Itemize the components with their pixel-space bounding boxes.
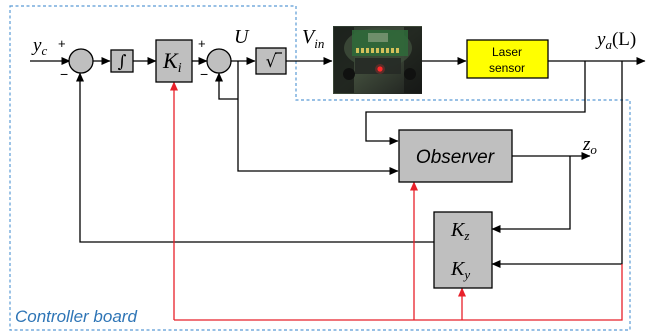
sum2-plus-sign: +	[198, 36, 206, 51]
controller-board-label: Controller board	[15, 307, 137, 326]
sum1-minus-sign: −	[60, 66, 68, 82]
gain-ki-label: Ki	[162, 48, 182, 76]
sum-junction-1	[68, 48, 94, 74]
control-signal-label: U	[234, 26, 250, 48]
tuning-line-bus	[174, 264, 623, 321]
observer-label: Observer	[416, 147, 495, 168]
u-to-observer-line	[237, 61, 399, 175]
observer-block	[398, 129, 513, 183]
sqrt-block	[255, 47, 287, 75]
laser-sensor-block	[466, 39, 549, 79]
gain-kz-label: Kz	[450, 219, 469, 243]
sum2-minus-sign: −	[200, 66, 208, 82]
sum1-plus-sign: +	[58, 36, 66, 51]
observer-output-label: zo	[582, 134, 597, 157]
input-voltage-label: Vin	[302, 26, 324, 51]
integrator-symbol: ∫	[118, 52, 127, 72]
laser-sensor-label-line2: sensor	[489, 61, 525, 75]
plant-photo	[333, 26, 422, 94]
output-to-observer-line	[365, 61, 586, 145]
reference-signal-label: yc	[31, 35, 47, 58]
integrator-block	[110, 49, 134, 73]
controller-board-boundary	[9, 5, 631, 331]
sqrt-symbol: √	[266, 52, 277, 72]
laser-sensor-label-line1: Laser	[492, 45, 522, 59]
gain-ky-label: Ky	[450, 258, 470, 282]
sum-junction-2	[206, 48, 232, 74]
gain-ki-block	[155, 39, 193, 83]
state-feedback-line	[76, 72, 434, 243]
u-feedback-line	[215, 72, 238, 100]
output-signal-label: ya(L)	[595, 29, 636, 52]
feedback-gain-block	[433, 211, 493, 289]
zo-to-kz-line	[491, 156, 571, 233]
